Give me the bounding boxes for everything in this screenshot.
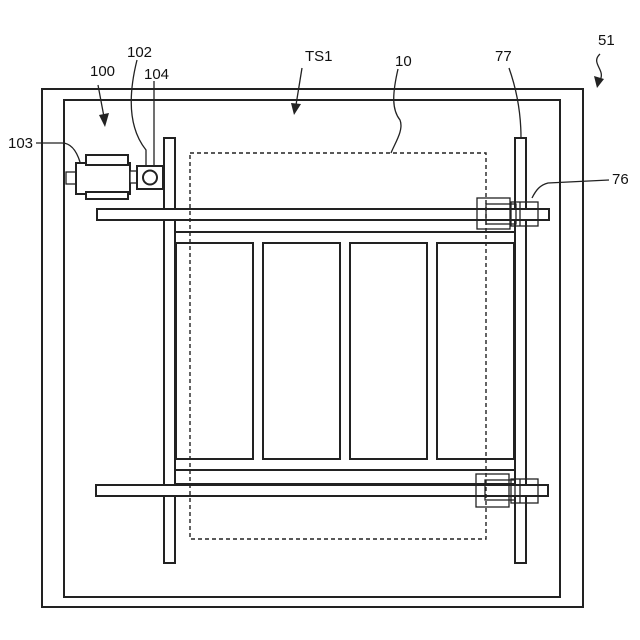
label-103: 103	[8, 135, 33, 152]
label-77: 77	[495, 48, 512, 65]
panel-1	[176, 243, 253, 459]
lower-horizontal-bar	[96, 485, 548, 496]
leader-77	[509, 68, 521, 138]
upper-inner-bar	[175, 220, 515, 232]
leader-76	[532, 180, 609, 198]
leader-10	[391, 69, 401, 153]
panel-3	[350, 243, 427, 459]
left-vertical-rail	[164, 138, 175, 563]
panel-2	[263, 243, 340, 459]
label-ts1: TS1	[305, 48, 333, 65]
roller-wheel	[143, 171, 157, 185]
label-76: 76	[612, 171, 629, 188]
label-10: 10	[395, 53, 412, 70]
label-51: 51	[598, 32, 615, 49]
label-102: 102	[127, 44, 152, 61]
upper-horizontal-bar	[97, 209, 549, 220]
lower-inner-bar	[175, 470, 515, 484]
arrow-ts1	[291, 68, 302, 115]
panel-4	[437, 243, 514, 459]
arrow-100	[98, 85, 109, 127]
label-100: 100	[90, 63, 115, 80]
label-104: 104	[144, 66, 169, 83]
arrow-51	[594, 54, 604, 88]
